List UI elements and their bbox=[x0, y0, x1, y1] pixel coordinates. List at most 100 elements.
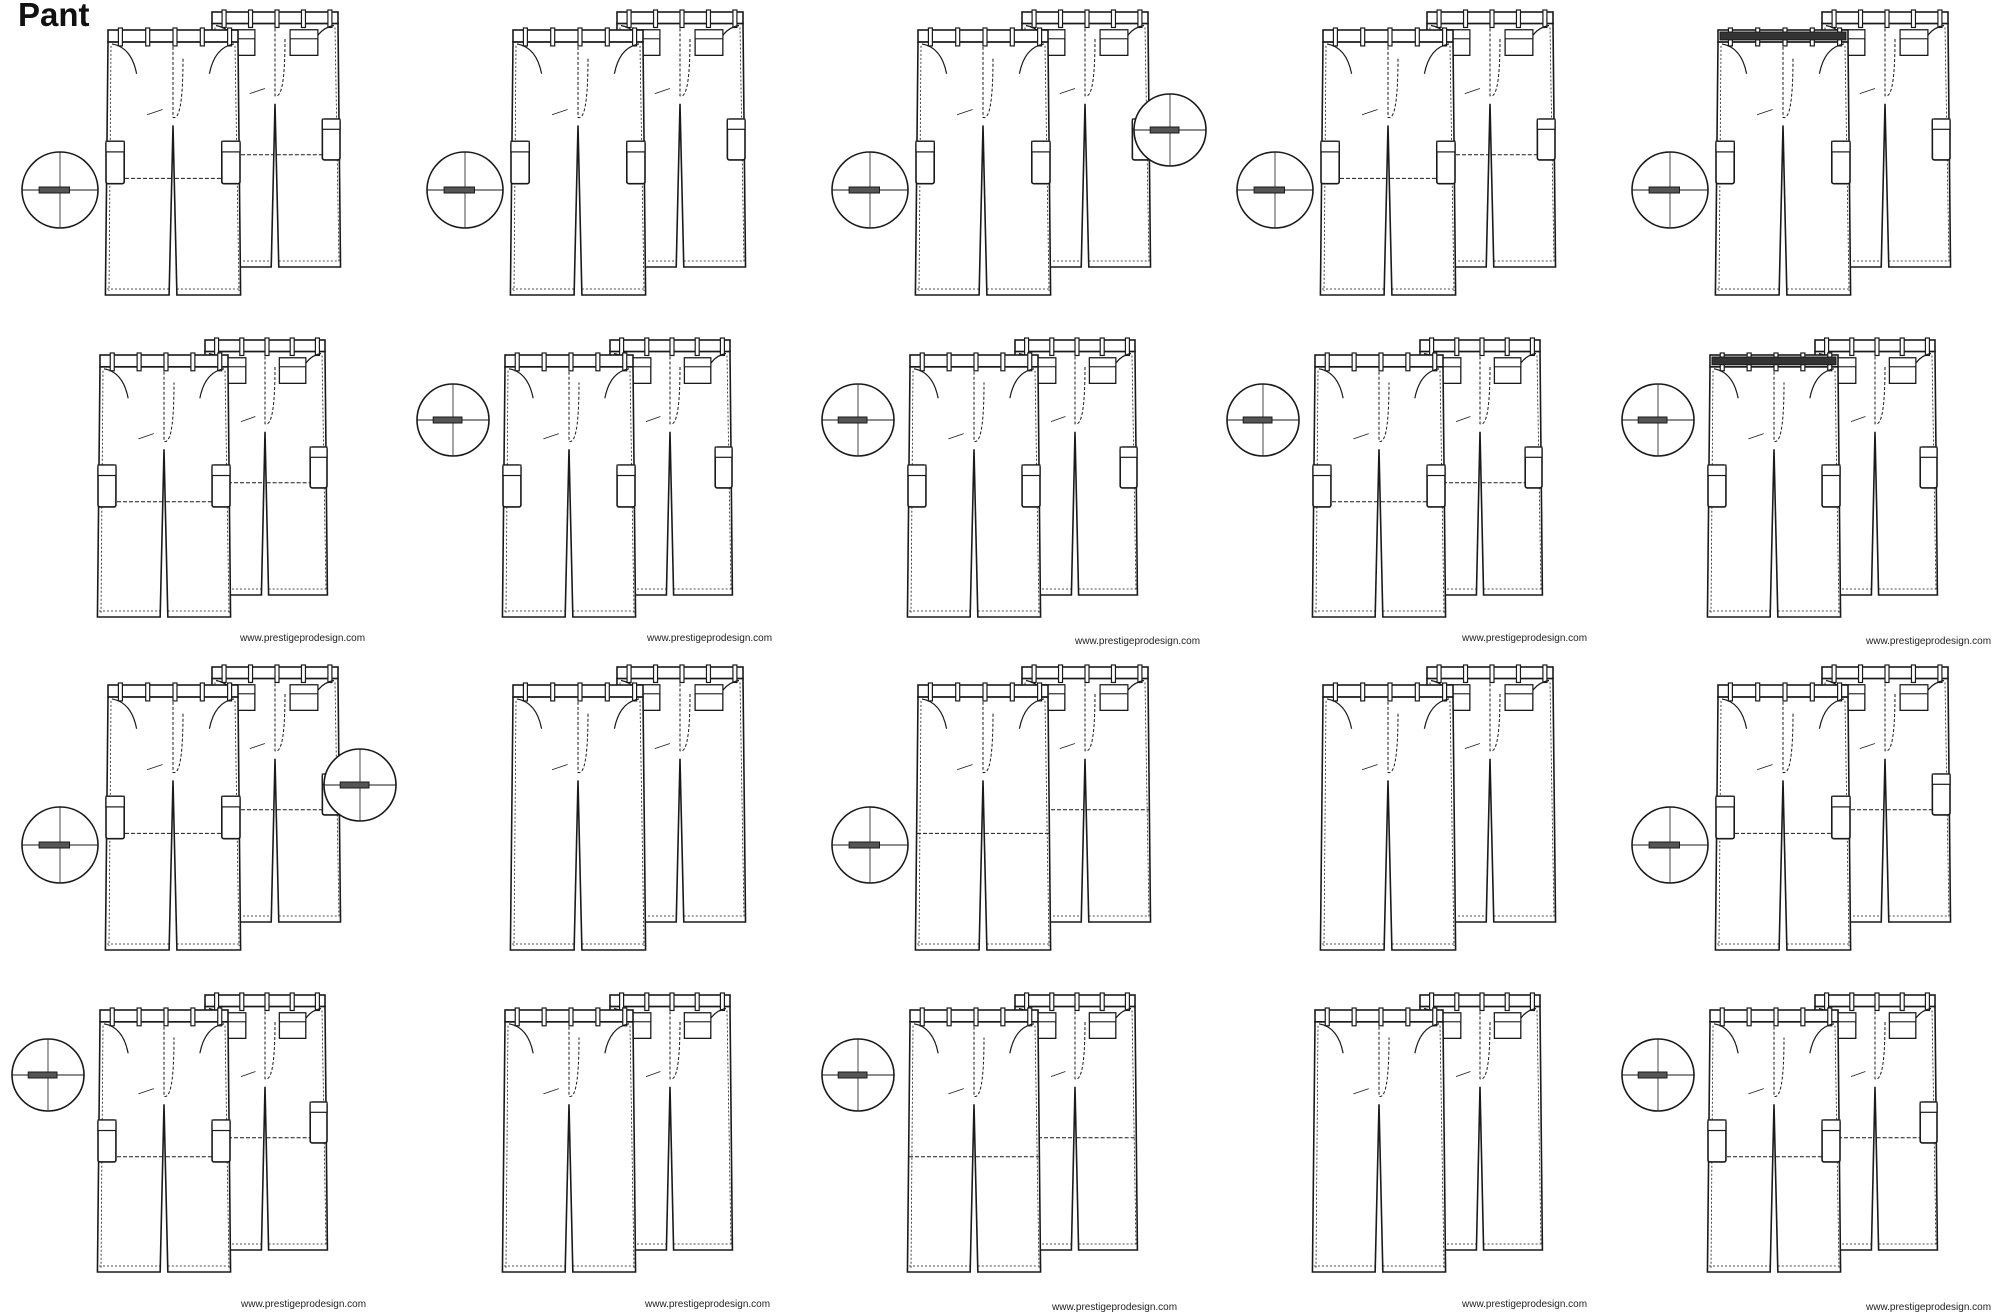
cargo-flap bbox=[1031, 140, 1051, 153]
belt-loop bbox=[1849, 337, 1855, 357]
belt-loop bbox=[1110, 664, 1117, 684]
belt-loop bbox=[1436, 9, 1442, 29]
watermark-url: www.prestigeprodesign.com bbox=[1866, 1302, 1992, 1313]
cargo-flap bbox=[1821, 1119, 1841, 1132]
belt-loop bbox=[1137, 9, 1143, 29]
belt-loop bbox=[669, 337, 675, 357]
belt-loop bbox=[274, 9, 280, 29]
pant-body bbox=[104, 41, 242, 296]
belt-loop bbox=[1755, 682, 1761, 702]
cell-10 bbox=[1621, 664, 1952, 1273]
belt-loop bbox=[973, 352, 979, 372]
front-pocket bbox=[516, 43, 543, 74]
belt-loop bbox=[679, 9, 685, 29]
seam bbox=[513, 700, 517, 947]
watermark-url: www.prestigeprodesign.com bbox=[1075, 636, 1201, 647]
back-flap bbox=[683, 1012, 712, 1023]
belt-loop bbox=[719, 337, 726, 357]
cargo-flap bbox=[1919, 1101, 1938, 1113]
cargo-flap bbox=[221, 140, 241, 153]
zipper-pull-icon bbox=[1253, 186, 1285, 194]
fly-stitch bbox=[1884, 678, 1896, 752]
front-pocket bbox=[508, 368, 534, 399]
belt-loop bbox=[300, 664, 307, 684]
leader-line bbox=[1859, 743, 1876, 749]
belt-loop bbox=[1000, 352, 1006, 372]
belt-loop bbox=[1727, 682, 1734, 702]
cargo-flap bbox=[1707, 464, 1727, 477]
belt-loop bbox=[1529, 992, 1536, 1012]
front-pocket bbox=[604, 1023, 630, 1054]
cargo-flap bbox=[915, 140, 935, 153]
fly-stitch bbox=[1479, 1006, 1491, 1080]
front-pocket bbox=[208, 43, 235, 74]
belt-loop bbox=[1924, 992, 1931, 1012]
pant-body bbox=[1706, 365, 1842, 618]
belt-loop bbox=[1378, 1007, 1384, 1027]
leader-line bbox=[249, 88, 266, 94]
belt-loop bbox=[982, 27, 988, 47]
fly-stitch bbox=[274, 678, 286, 752]
belt-loop bbox=[644, 992, 650, 1012]
belt-loop bbox=[1414, 682, 1420, 702]
belt-loop bbox=[1515, 664, 1522, 684]
seam bbox=[1449, 45, 1455, 292]
cell-3 bbox=[821, 9, 1207, 618]
belt-loop bbox=[1099, 992, 1105, 1012]
belt-loop bbox=[626, 9, 632, 29]
pant-body bbox=[1714, 696, 1852, 951]
belt-loop bbox=[314, 992, 320, 1012]
back-flap bbox=[289, 684, 319, 695]
belt-loop bbox=[163, 1007, 169, 1027]
belt-loop bbox=[568, 1007, 574, 1027]
leader-line bbox=[543, 1088, 559, 1095]
belt-loop bbox=[1874, 337, 1880, 357]
zipper-pull-icon bbox=[837, 1071, 868, 1079]
zipper-pull-icon bbox=[1637, 416, 1668, 424]
belt-loop bbox=[541, 1007, 547, 1027]
pant-body bbox=[509, 41, 647, 296]
leader-line bbox=[1756, 109, 1773, 116]
fly-stitch bbox=[1074, 1006, 1086, 1080]
front-pocket bbox=[921, 43, 948, 74]
front-pocket bbox=[613, 43, 640, 74]
zipper-pull-icon bbox=[339, 781, 370, 789]
fly-stitch bbox=[577, 696, 589, 773]
belt-loop bbox=[550, 27, 556, 47]
belt-loop bbox=[1057, 664, 1064, 684]
belt-loop bbox=[622, 352, 628, 372]
fly-stitch bbox=[1479, 351, 1491, 425]
leader-line bbox=[645, 416, 661, 422]
back-flap bbox=[1099, 684, 1129, 695]
cargo-flap bbox=[1320, 140, 1340, 153]
belt-loop bbox=[514, 1007, 520, 1027]
belt-loop bbox=[652, 664, 659, 684]
back-flap bbox=[694, 29, 724, 40]
zipper-pull-icon bbox=[38, 186, 70, 194]
belt-loop bbox=[1831, 9, 1837, 29]
belt-loop bbox=[136, 352, 142, 372]
cargo-flap bbox=[616, 464, 636, 477]
belt-loop bbox=[694, 992, 700, 1012]
front-pocket bbox=[111, 43, 138, 74]
cell-5 bbox=[1621, 9, 1952, 618]
page-title: Pant bbox=[18, 0, 90, 33]
leader-line bbox=[1464, 88, 1481, 94]
belt-loop bbox=[595, 1007, 601, 1027]
seam bbox=[1439, 1025, 1445, 1269]
belt-loop bbox=[1378, 352, 1384, 372]
belt-loop bbox=[522, 27, 529, 47]
leader-line bbox=[1353, 433, 1369, 440]
cargo-flap bbox=[1021, 464, 1041, 477]
fly-stitch bbox=[1884, 23, 1896, 97]
belt-loop bbox=[1351, 1007, 1357, 1027]
zipper-pull-icon bbox=[432, 416, 463, 424]
back-flap bbox=[289, 29, 319, 40]
belt-loop bbox=[1405, 352, 1411, 372]
cargo-flap bbox=[1831, 795, 1851, 808]
belt-loop bbox=[1049, 337, 1055, 357]
leader-line bbox=[1748, 1088, 1764, 1095]
front-pocket bbox=[208, 698, 235, 729]
belt-loop bbox=[1084, 664, 1090, 684]
fly-stitch bbox=[982, 41, 994, 118]
